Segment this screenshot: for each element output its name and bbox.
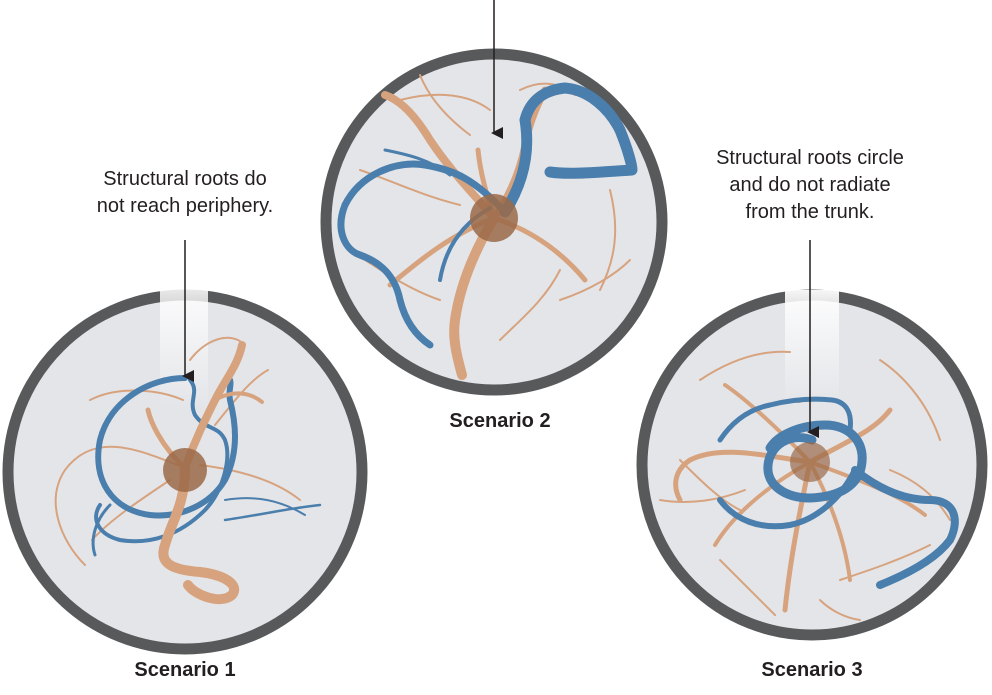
scenario-2-caption: Scenario 2: [425, 410, 575, 433]
scenario-1-caption: Scenario 1: [110, 659, 260, 682]
scenario-1-diagram: [8, 240, 362, 649]
scenario-3-highlight: [785, 290, 839, 405]
scenario-3-diagram: [642, 240, 982, 635]
scenario-3-trunk: [790, 442, 830, 482]
scenario-1-trunk: [163, 448, 207, 492]
scenario-2-diagram: [326, 0, 662, 390]
scenario-3-caption: Scenario 3: [737, 659, 887, 682]
scenario-3-annotation: Structural roots circle and do not radia…: [680, 145, 940, 226]
scenario-1-highlight: [160, 278, 208, 408]
scenario-1-annotation: Structural roots do not reach periphery.: [70, 166, 300, 220]
scenario-2-trunk: [470, 194, 518, 242]
